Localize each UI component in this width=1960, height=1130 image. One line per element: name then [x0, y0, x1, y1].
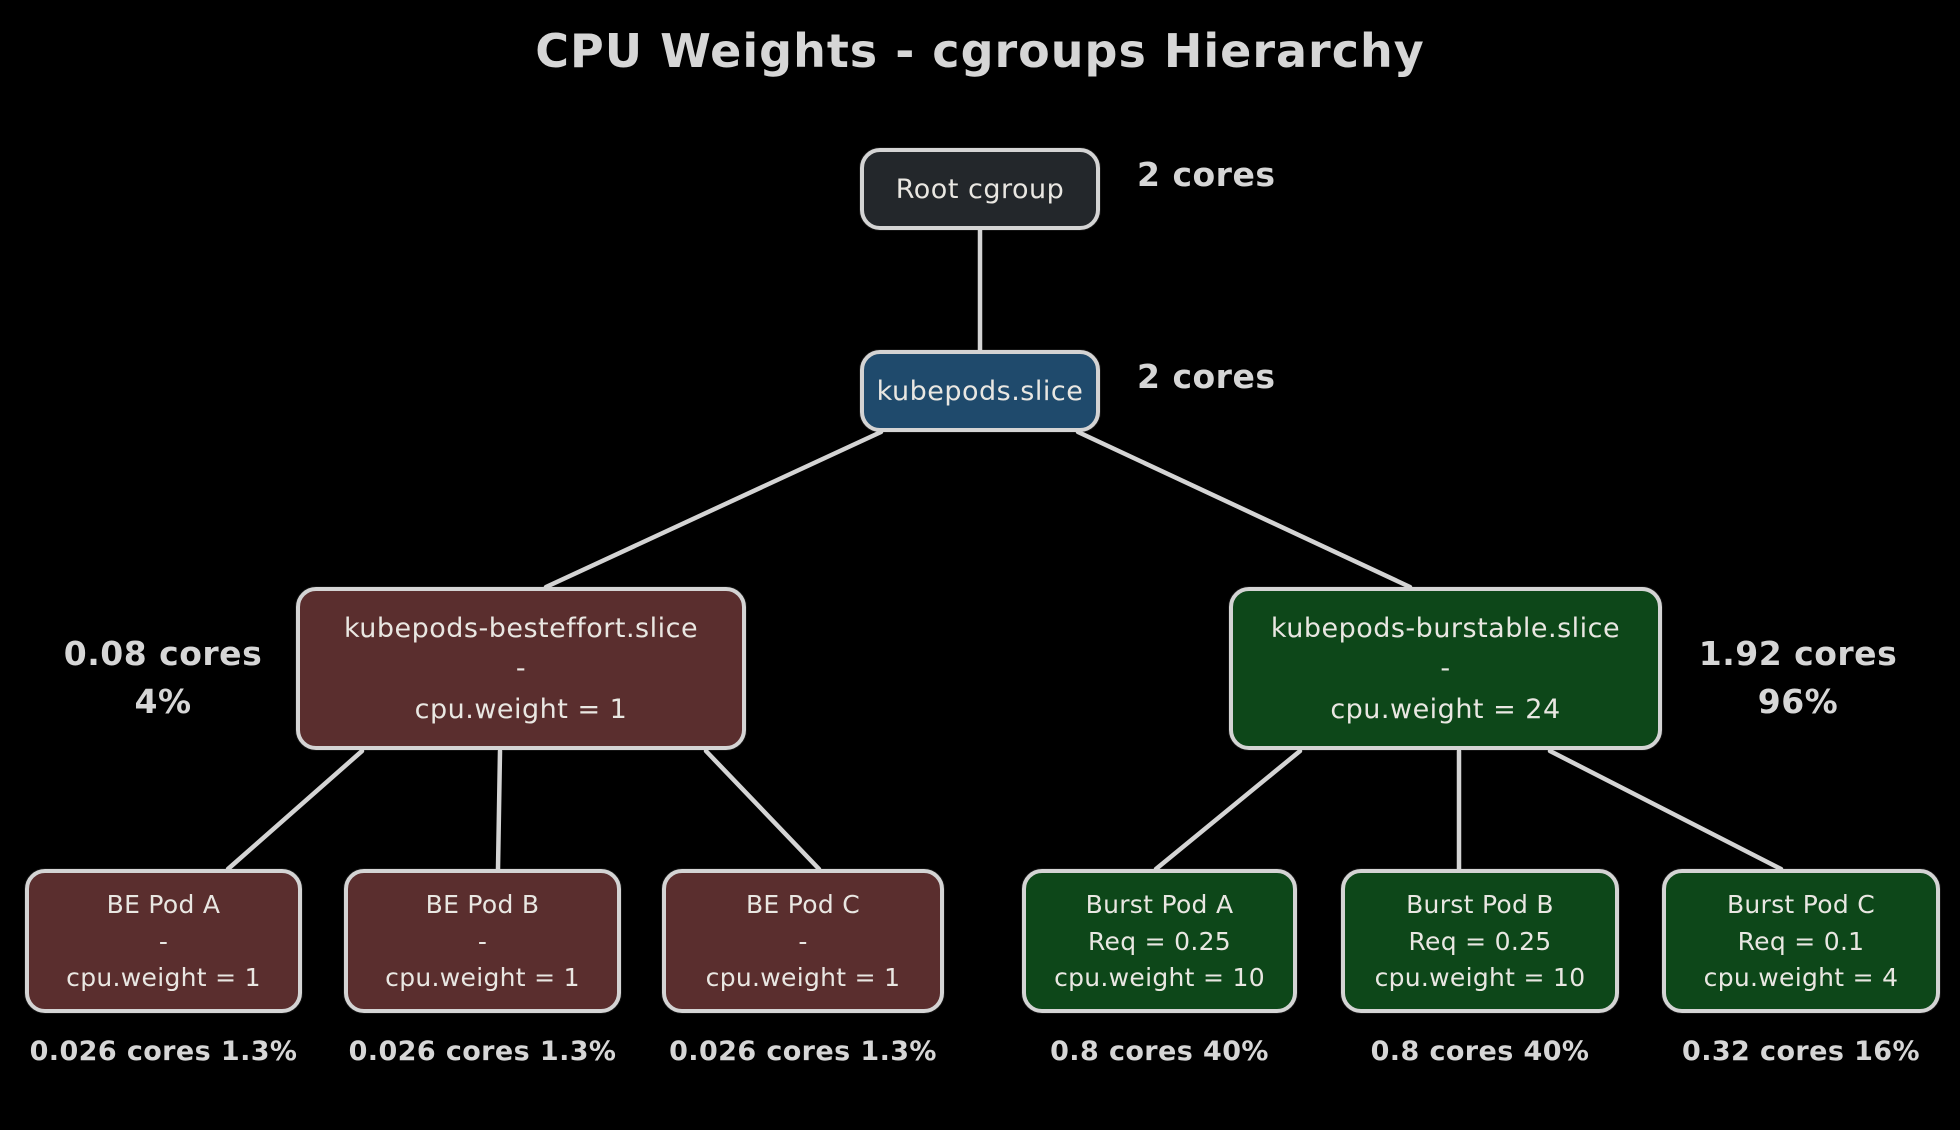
- stat-be-pod-c: 0.026 cores 1.3%: [662, 1036, 944, 1069]
- node-besteffort-slice-dash: -: [515, 653, 527, 684]
- node-burst-pod-c-req: Req = 0.1: [1737, 926, 1865, 956]
- node-root-cgroup-label: Root cgroup: [895, 173, 1065, 205]
- stat-burst-pod-b-percent: 40%: [1523, 1036, 1590, 1067]
- node-root-cgroup: Root cgroup: [860, 148, 1100, 230]
- node-burst-pod-c: Burst Pod C Req = 0.1 cpu.weight = 4: [1662, 869, 1940, 1013]
- stat-burst-pod-b: 0.8 cores 40%: [1341, 1036, 1619, 1069]
- node-be-pod-b-name: BE Pod B: [425, 890, 540, 920]
- edge-burstable-burstpod-c: [1547, 748, 1784, 872]
- node-burst-pod-c-weight: cpu.weight = 4: [1703, 962, 1899, 992]
- node-be-pod-c-name: BE Pod C: [745, 890, 861, 920]
- edge-besteffort-bepod-c: [703, 748, 822, 872]
- node-be-pod-c-weight: cpu.weight = 1: [705, 962, 901, 992]
- stat-burst-pod-c-percent: 16%: [1854, 1036, 1920, 1067]
- node-burstable-slice-dash: -: [1440, 653, 1451, 684]
- node-besteffort-slice: kubepods-besteffort.slice - cpu.weight =…: [296, 587, 746, 750]
- node-burst-pod-a-name: Burst Pod A: [1085, 890, 1234, 920]
- stat-be-pod-b-cores: 0.026 cores: [348, 1036, 531, 1067]
- node-burst-pod-b-req: Req = 0.25: [1408, 926, 1552, 956]
- stat-burst-pod-b-cores: 0.8 cores: [1370, 1036, 1514, 1067]
- node-be-pod-c-dash: -: [798, 926, 808, 956]
- node-burst-pod-a-weight: cpu.weight = 10: [1054, 962, 1265, 992]
- stat-burst-pod-a-cores: 0.8 cores: [1050, 1036, 1194, 1067]
- node-burstable-slice: kubepods-burstable.slice - cpu.weight = …: [1229, 587, 1662, 750]
- node-burst-pod-b-weight: cpu.weight = 10: [1374, 962, 1586, 992]
- stat-burst-pod-c-cores: 0.32 cores: [1682, 1036, 1845, 1067]
- annotation-burstable-cores-percent: 96%: [1757, 681, 1839, 721]
- edge-kubepods-burstable: [1075, 429, 1413, 590]
- edge-besteffort-bepod-b: [495, 748, 503, 872]
- stat-be-pod-a-percent: 1.3%: [220, 1036, 298, 1067]
- stat-be-pod-b: 0.026 cores 1.3%: [344, 1036, 621, 1069]
- annotation-root-cores: 2 cores: [1137, 155, 1276, 194]
- node-burst-pod-a: Burst Pod A Req = 0.25 cpu.weight = 10: [1022, 869, 1297, 1013]
- annotation-besteffort-cores-percent: 4%: [134, 681, 192, 721]
- node-be-pod-a-name: BE Pod A: [106, 890, 221, 920]
- stat-be-pod-c-cores: 0.026 cores: [669, 1036, 851, 1067]
- annotation-kubepods-cores: 2 cores: [1137, 357, 1276, 396]
- node-burstable-slice-weight: cpu.weight = 24: [1330, 693, 1561, 725]
- annotation-besteffort-cores-value: 0.08 cores: [63, 634, 263, 673]
- annotation-besteffort-cores: 0.08 cores 4%: [38, 630, 288, 726]
- annotation-burstable-cores: 1.92 cores 96%: [1673, 630, 1923, 726]
- stat-burst-pod-a: 0.8 cores 40%: [1022, 1036, 1297, 1069]
- node-besteffort-slice-name: kubepods-besteffort.slice: [343, 612, 699, 644]
- node-be-pod-a-dash: -: [158, 926, 169, 956]
- stat-burst-pod-a-percent: 40%: [1203, 1036, 1269, 1067]
- node-be-pod-c: BE Pod C - cpu.weight = 1: [662, 869, 944, 1013]
- node-burstable-slice-name: kubepods-burstable.slice: [1270, 612, 1621, 644]
- node-be-pod-a: BE Pod A - cpu.weight = 1: [25, 869, 302, 1013]
- node-besteffort-slice-weight: cpu.weight = 1: [414, 693, 628, 725]
- node-be-pod-b: BE Pod B - cpu.weight = 1: [344, 869, 621, 1013]
- edge-kubepods-besteffort: [543, 429, 884, 590]
- stat-be-pod-c-percent: 1.3%: [860, 1036, 937, 1067]
- annotation-burstable-cores-value: 1.92 cores: [1698, 634, 1898, 673]
- node-be-pod-a-weight: cpu.weight = 1: [66, 962, 261, 992]
- stat-be-pod-b-percent: 1.3%: [539, 1036, 617, 1067]
- node-burst-pod-c-name: Burst Pod C: [1726, 890, 1876, 920]
- edge-burstable-burstpod-a: [1153, 748, 1303, 872]
- edge-besteffort-bepod-a: [225, 748, 365, 872]
- diagram-title: CPU Weights - cgroups Hierarchy: [535, 24, 1425, 78]
- stat-be-pod-a-cores: 0.026 cores: [29, 1036, 212, 1067]
- node-be-pod-b-weight: cpu.weight = 1: [385, 962, 580, 992]
- node-burst-pod-a-req: Req = 0.25: [1087, 926, 1231, 956]
- node-burst-pod-b-name: Burst Pod B: [1406, 890, 1554, 920]
- stat-be-pod-a: 0.026 cores 1.3%: [25, 1036, 302, 1069]
- node-be-pod-b-dash: -: [477, 926, 488, 956]
- node-burst-pod-b: Burst Pod B Req = 0.25 cpu.weight = 10: [1341, 869, 1619, 1013]
- stat-burst-pod-c: 0.32 cores 16%: [1662, 1036, 1940, 1069]
- node-kubepods-slice-label: kubepods.slice: [876, 375, 1084, 407]
- node-kubepods-slice: kubepods.slice: [860, 350, 1100, 432]
